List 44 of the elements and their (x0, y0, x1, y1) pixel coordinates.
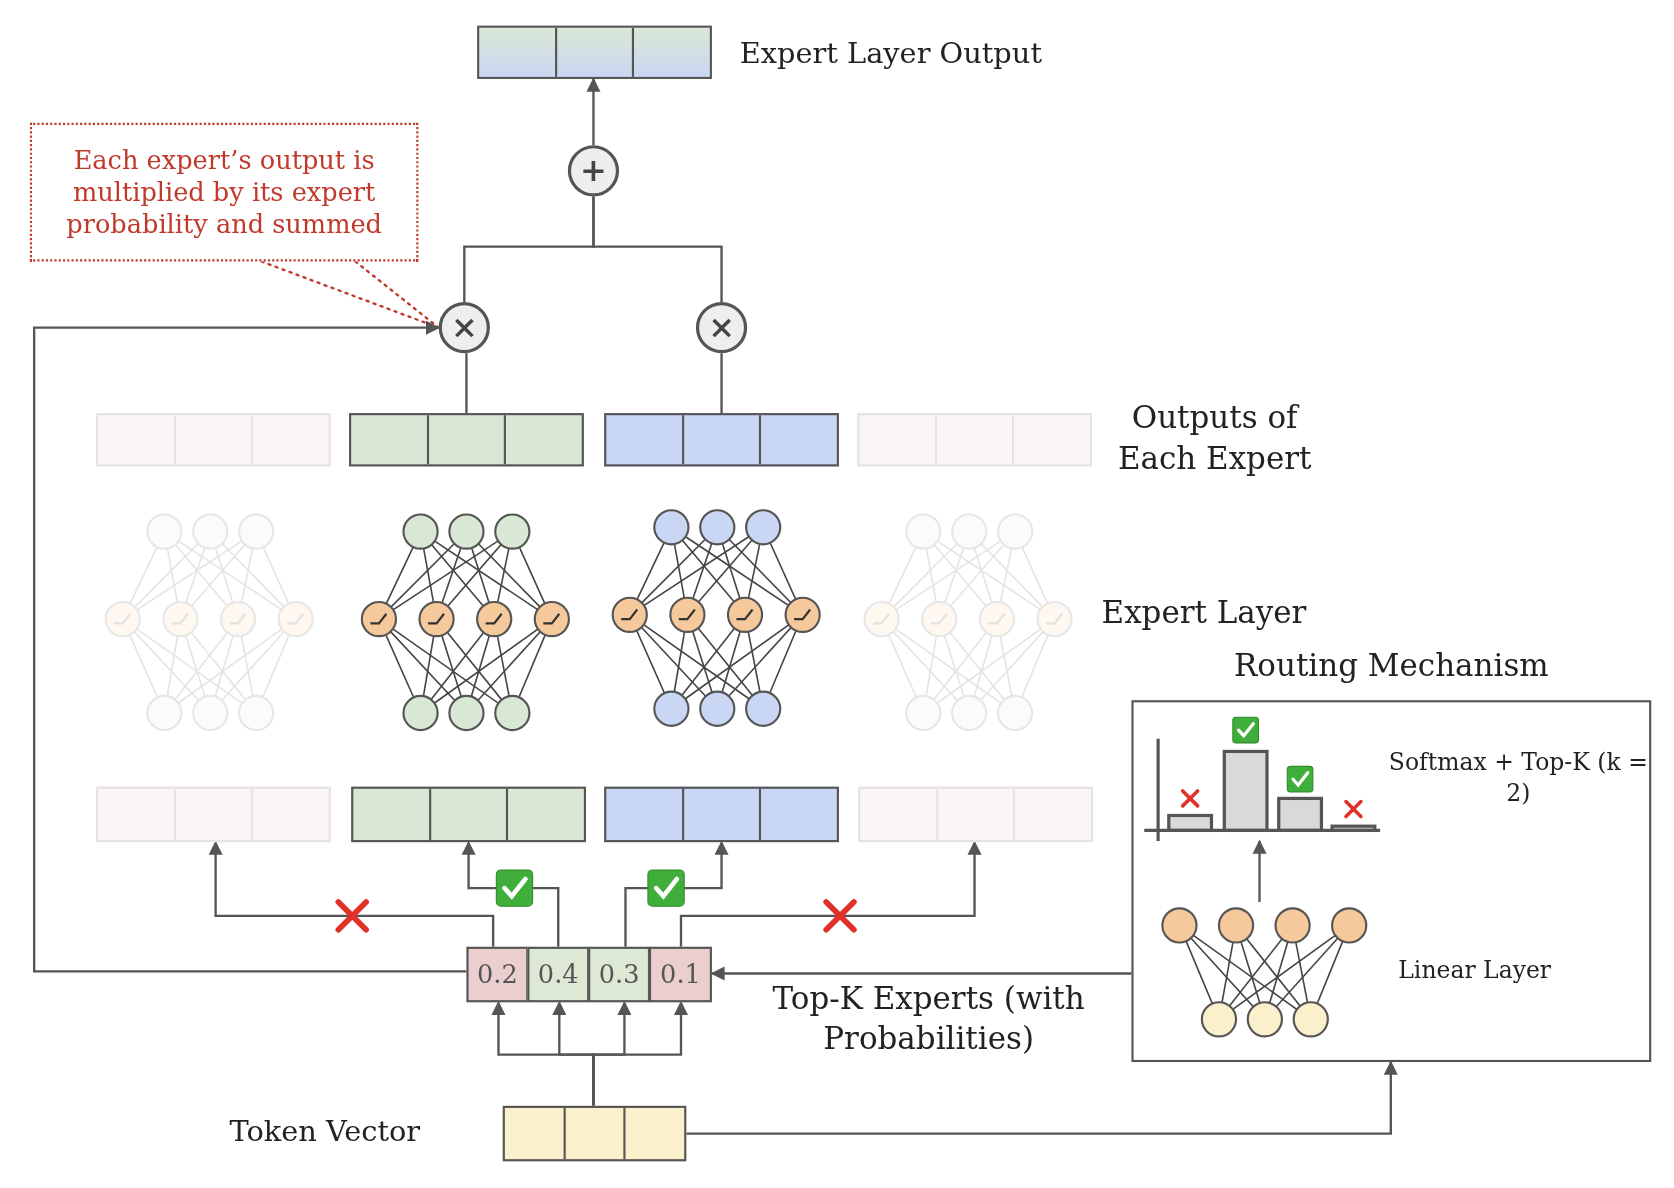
probability-value: 0.2 (477, 958, 518, 991)
arrow (592, 1000, 689, 1106)
operator-symbol: + (580, 154, 607, 187)
bar-chart-drawing (1142, 715, 1383, 842)
operator-symbol: × (708, 311, 735, 344)
arrow (33, 320, 467, 973)
panel-title: Routing Mechanism (1233, 646, 1550, 684)
probability-cell (466, 946, 529, 1003)
callout-note (29, 122, 419, 262)
label-text: Expert Layer (1101, 593, 1308, 633)
arrow (686, 1060, 1398, 1135)
arrow (679, 840, 982, 947)
arrow (1252, 839, 1267, 902)
caption-text: Linear Layer (1398, 955, 1553, 986)
caption-text: Token Vector (229, 1113, 422, 1150)
vector-bar (477, 25, 712, 79)
probability-cell (588, 946, 651, 1003)
label-text: Outputs of Each Expert (1116, 398, 1313, 478)
connector-line (592, 196, 723, 303)
vector-bar (96, 786, 331, 843)
vector-bar (351, 786, 586, 843)
caption-text: Expert Layer Output (739, 35, 1043, 72)
probability-value: 0.1 (660, 958, 701, 991)
operator-symbol: × (450, 311, 478, 344)
vector-bar (349, 413, 584, 467)
vector-bar (502, 1105, 687, 1162)
arrow (586, 77, 601, 146)
leader-line (260, 260, 440, 329)
vector-bar (96, 413, 331, 467)
label-text: Top-K Experts (with Probabilities) (771, 978, 1086, 1059)
probability-value: 0.3 (598, 958, 640, 991)
callout-text: Each expert’s output is multiplied by its expert probability and summed (65, 144, 383, 241)
probability-cell (527, 946, 590, 1003)
arrow (208, 840, 495, 947)
vector-bar (604, 786, 839, 843)
connector-line (720, 353, 723, 414)
arrow (710, 966, 1132, 981)
connector-line (465, 353, 468, 414)
vector-bar (858, 786, 1093, 843)
vector-bar (604, 413, 839, 467)
vector-bar (857, 413, 1092, 467)
caption-text: Softmax + Top-K (k = 2) (1387, 747, 1649, 808)
probability-value: 0.4 (537, 958, 579, 991)
probability-cell (648, 946, 712, 1003)
